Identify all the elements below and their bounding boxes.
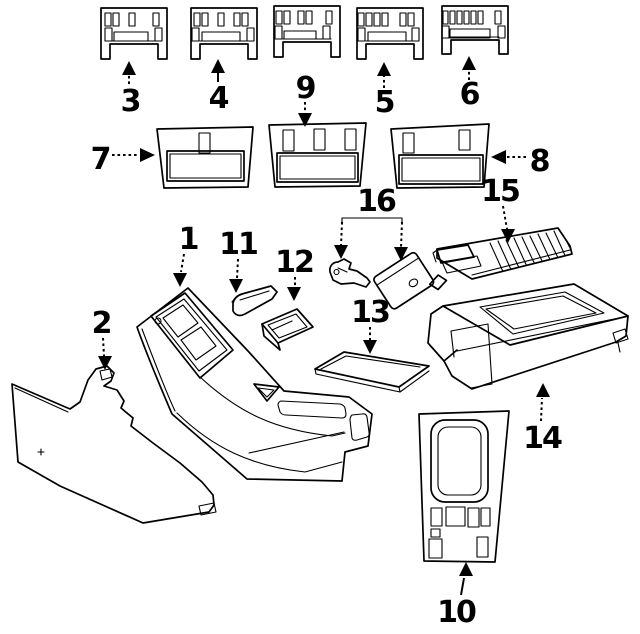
callout-2: 2: [92, 306, 111, 341]
part-6-drawing: [441, 5, 509, 55]
callout-10: 10: [437, 595, 476, 630]
part-3-drawing: [100, 7, 168, 60]
callout-1: 1: [179, 222, 198, 257]
part-12-drawing: [261, 308, 314, 351]
part-13-drawing: [314, 351, 430, 393]
callout-13: 13: [351, 295, 389, 330]
part-9-drawing: [268, 122, 367, 188]
callout-6: 6: [460, 77, 480, 112]
callout-15: 15: [481, 174, 519, 209]
callout-labels: 3 4 9 5 6 7 8 16 15 1 11 12 13 14 2 10: [91, 71, 564, 630]
part-8-drawing: [390, 123, 490, 189]
callout-11: 11: [219, 227, 257, 262]
part-10-drawing: [418, 410, 510, 563]
callout-7: 7: [91, 142, 110, 177]
callout-12: 12: [275, 245, 313, 280]
part-9-bracket-drawing: [273, 5, 341, 58]
part-15-drawing: [432, 227, 573, 280]
callout-5: 5: [375, 85, 394, 120]
callout-4: 4: [209, 81, 229, 116]
callout-arrows: [98, 56, 550, 596]
part-4-drawing: [190, 7, 258, 60]
callout-8: 8: [530, 144, 550, 179]
part-14-drawing: [427, 283, 629, 390]
part-2-drawing: [11, 365, 217, 524]
part-1-drawing: [136, 287, 373, 482]
part-16b-box-drawing: [373, 251, 448, 310]
callout-3: 3: [121, 84, 140, 119]
callout-14: 14: [523, 421, 562, 456]
part-5-drawing: [356, 7, 424, 60]
callout-16: 16: [357, 184, 396, 219]
part-11-drawing: [231, 285, 278, 317]
part-7-drawing: [156, 126, 254, 189]
callout-9: 9: [296, 71, 315, 106]
part-16a-latch-drawing: [329, 258, 371, 288]
